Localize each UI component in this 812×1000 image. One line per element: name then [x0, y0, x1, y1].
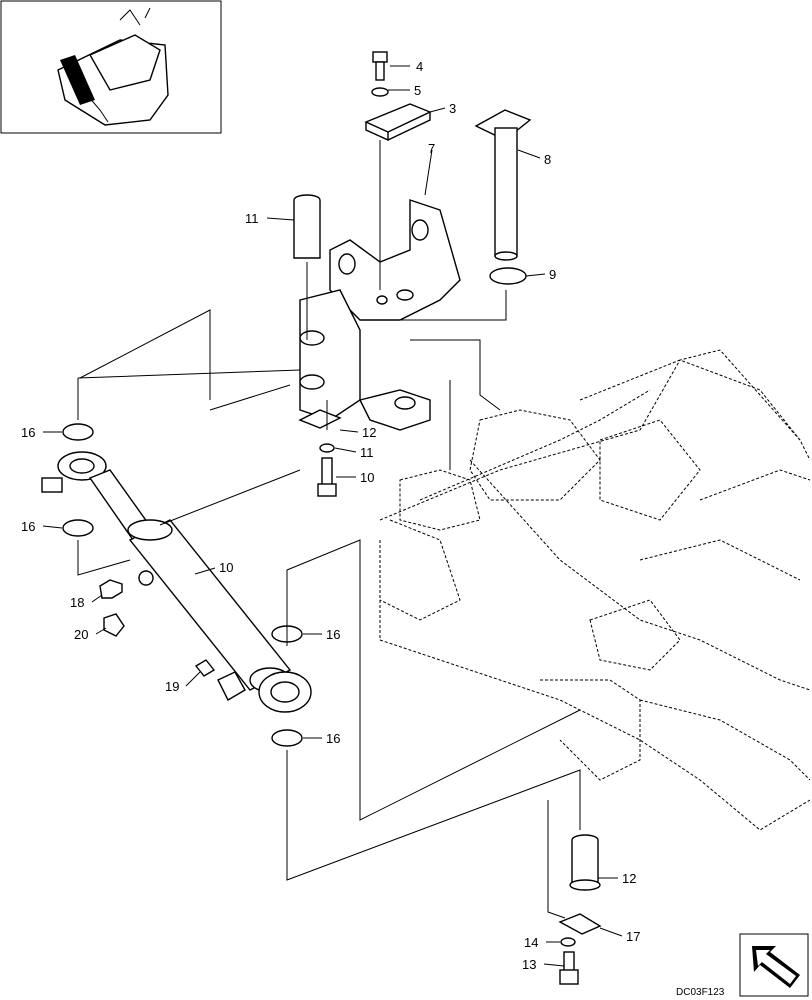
part-4-bolt[interactable]: [372, 51, 388, 81]
callout-10-cylinder: 10: [219, 560, 233, 575]
part-17-plate[interactable]: [558, 913, 602, 935]
part-9-washer[interactable]: [489, 267, 527, 285]
callout-16-d: 16: [326, 731, 340, 746]
callout-9: 9: [549, 267, 556, 282]
part-10-swing-cylinder[interactable]: [41, 451, 312, 713]
machine-frame-outline: [379, 349, 811, 831]
callout-4: 4: [416, 59, 423, 74]
part-5-washer[interactable]: [371, 87, 389, 97]
callout-3: 3: [449, 101, 456, 116]
drawing-code: DC03F123: [676, 987, 725, 998]
callout-12-pin: 12: [622, 871, 636, 886]
part-14-washer[interactable]: [560, 937, 576, 947]
assembly-lines: [77, 140, 581, 919]
part-18-elbow-fitting[interactable]: [99, 579, 123, 599]
callout-8: 8: [544, 152, 551, 167]
part-16-washer-b[interactable]: [62, 519, 94, 537]
callout-20: 20: [74, 627, 88, 642]
callout-7: 7: [428, 141, 435, 156]
callout-19: 19: [165, 679, 179, 694]
part-16-washer-a[interactable]: [62, 423, 94, 441]
callout-14: 14: [524, 935, 538, 950]
callout-leaders: [42, 65, 623, 967]
callout-11-washer: 11: [360, 445, 374, 460]
part-10-bolt[interactable]: [317, 457, 337, 497]
callout-10-bolt: 10: [360, 470, 374, 485]
machine-overview-inset[interactable]: [0, 0, 222, 134]
callout-16-a: 16: [21, 425, 35, 440]
part-3-plate[interactable]: [364, 103, 432, 142]
callout-13: 13: [522, 957, 536, 972]
callout-16-b: 16: [21, 519, 35, 534]
part-16-washer-d[interactable]: [271, 729, 303, 747]
next-page-arrow-button[interactable]: [739, 933, 809, 997]
part-19-grease-fitting[interactable]: [194, 659, 216, 677]
callout-17: 17: [626, 929, 640, 944]
part-11-washer[interactable]: [319, 443, 335, 453]
part-8-pin[interactable]: [474, 109, 532, 261]
callout-11-pin: 11: [245, 211, 259, 226]
callout-labels: 4 5 3 7 8 11 9 16 12 11 10 16 10 18 20 1…: [21, 59, 640, 972]
part-13-bolt[interactable]: [559, 951, 579, 985]
callout-5: 5: [414, 83, 421, 98]
part-12-pin-lower[interactable]: [569, 834, 601, 891]
part-11-pin[interactable]: [293, 194, 321, 259]
callout-16-c: 16: [326, 627, 340, 642]
callout-12-plate: 12: [362, 425, 376, 440]
part-7-swing-bracket[interactable]: [299, 199, 461, 431]
part-12-plate-upper[interactable]: [298, 409, 342, 429]
part-20-tee-fitting[interactable]: [103, 613, 125, 637]
callout-18: 18: [70, 595, 84, 610]
